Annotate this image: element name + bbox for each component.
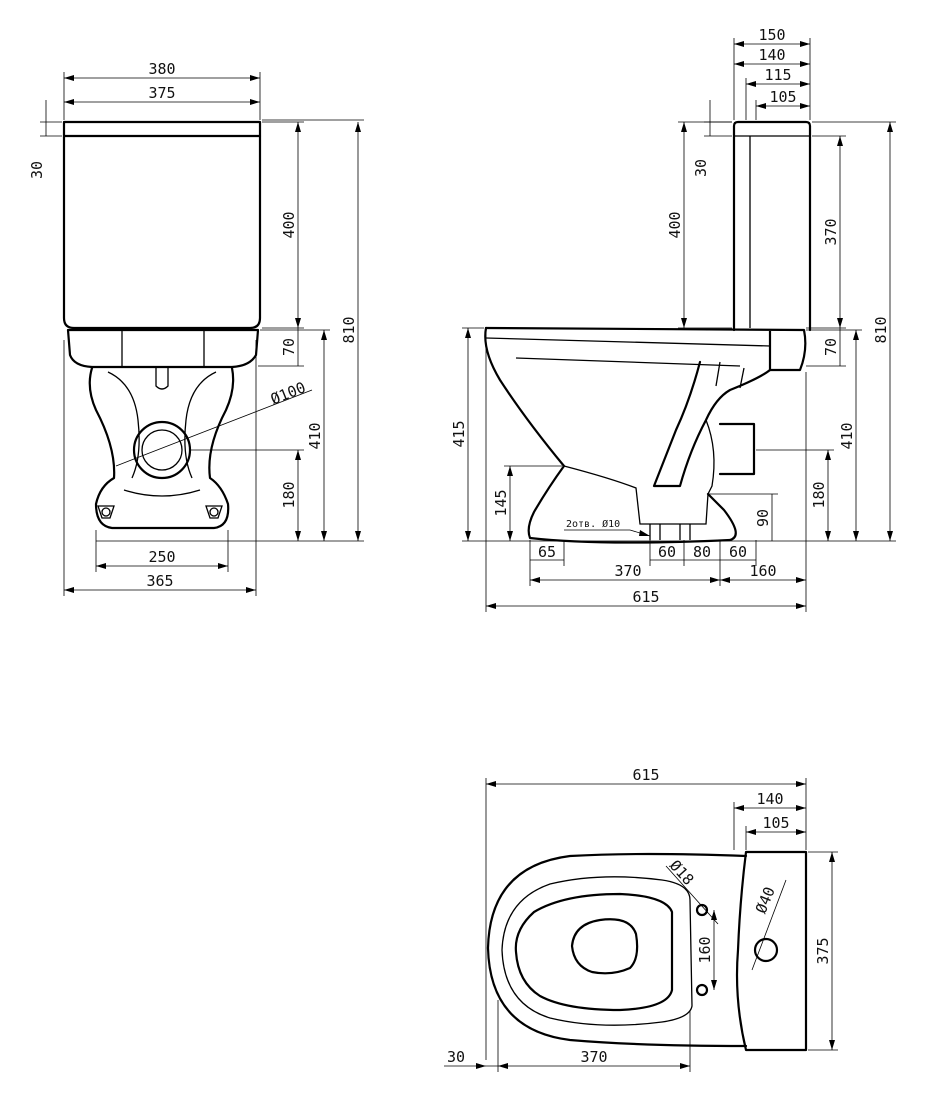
side-dim-65: 65 <box>538 543 556 561</box>
top-dim-160: 160 <box>696 936 714 963</box>
side-dim-145: 145 <box>492 489 510 516</box>
top-bowl-rim <box>501 876 693 1026</box>
front-dim-380: 380 <box>148 60 175 78</box>
front-pedestal <box>88 366 235 530</box>
top-dim-d18: Ø18 <box>666 857 698 889</box>
top-seat-hole-upper <box>695 903 709 917</box>
side-dim-150: 150 <box>758 26 785 44</box>
side-dim-615: 615 <box>632 588 659 606</box>
front-view: 380 375 30 400 810 70 Ø100 410 180 250 3… <box>28 60 364 596</box>
top-dim-30: 30 <box>447 1048 465 1066</box>
side-dim-60a: 60 <box>658 543 676 561</box>
side-dim-80: 80 <box>693 543 711 561</box>
front-dim-30: 30 <box>28 161 46 179</box>
top-dim-375: 375 <box>814 937 832 964</box>
front-dim-810: 810 <box>340 316 358 343</box>
top-flush-button <box>753 937 779 963</box>
top-dimensions <box>444 778 838 1072</box>
side-dim-105: 105 <box>769 88 796 106</box>
top-dim-615: 615 <box>632 766 659 784</box>
side-trap <box>652 360 772 488</box>
top-dim-d40: Ø40 <box>752 884 779 916</box>
front-bowl-rim <box>66 328 260 369</box>
side-bowl-top <box>484 326 807 372</box>
side-bowl-shell <box>484 326 737 544</box>
side-dim-70: 70 <box>822 338 840 356</box>
top-seat-hole-lower <box>695 983 709 997</box>
front-dim-375: 375 <box>148 84 175 102</box>
side-dim-90: 90 <box>754 509 772 527</box>
side-dimensions <box>462 38 896 612</box>
front-fixing-hole-left <box>101 507 111 517</box>
front-dim-180: 180 <box>280 481 298 508</box>
side-dim-370-tank: 370 <box>822 218 840 245</box>
top-dim-370: 370 <box>580 1048 607 1066</box>
side-dim-415: 415 <box>450 420 468 447</box>
side-outlet <box>718 422 756 476</box>
side-dim-holes: 2отв. Ø10 <box>566 518 620 530</box>
top-dim-140: 140 <box>756 790 783 808</box>
side-dim-160: 160 <box>749 562 776 580</box>
side-dim-140: 140 <box>758 46 785 64</box>
front-dim-d100: Ø100 <box>268 378 308 408</box>
front-dim-410: 410 <box>306 422 324 449</box>
front-outlet-inner <box>141 429 183 471</box>
front-tank-body <box>62 134 262 330</box>
front-dimensions <box>40 72 364 596</box>
front-tank-lid <box>62 120 262 138</box>
side-dim-410: 410 <box>838 422 856 449</box>
front-fixing-hole-right <box>209 507 219 517</box>
side-view: 150 140 115 105 30 400 370 810 70 410 41… <box>450 26 896 612</box>
side-dim-810: 810 <box>872 316 890 343</box>
front-dim-250: 250 <box>148 548 175 566</box>
top-bowl-outer <box>486 852 748 1048</box>
side-dim-370: 370 <box>614 562 641 580</box>
top-view: 615 140 105 Ø18 Ø40 160 375 30 370 <box>444 766 838 1072</box>
top-waterway <box>570 918 639 975</box>
side-dim-400: 400 <box>666 211 684 238</box>
top-tank <box>735 850 808 1052</box>
side-dim-115: 115 <box>764 66 791 84</box>
front-dim-365: 365 <box>146 572 173 590</box>
side-dim-30: 30 <box>692 159 710 177</box>
top-bowl-inner <box>514 892 674 1012</box>
side-tank-body <box>732 120 812 332</box>
front-dim-400: 400 <box>280 211 298 238</box>
top-dim-105: 105 <box>762 814 789 832</box>
front-dim-70: 70 <box>280 338 298 356</box>
side-dim-60b: 60 <box>729 543 747 561</box>
side-dim-180: 180 <box>810 481 828 508</box>
